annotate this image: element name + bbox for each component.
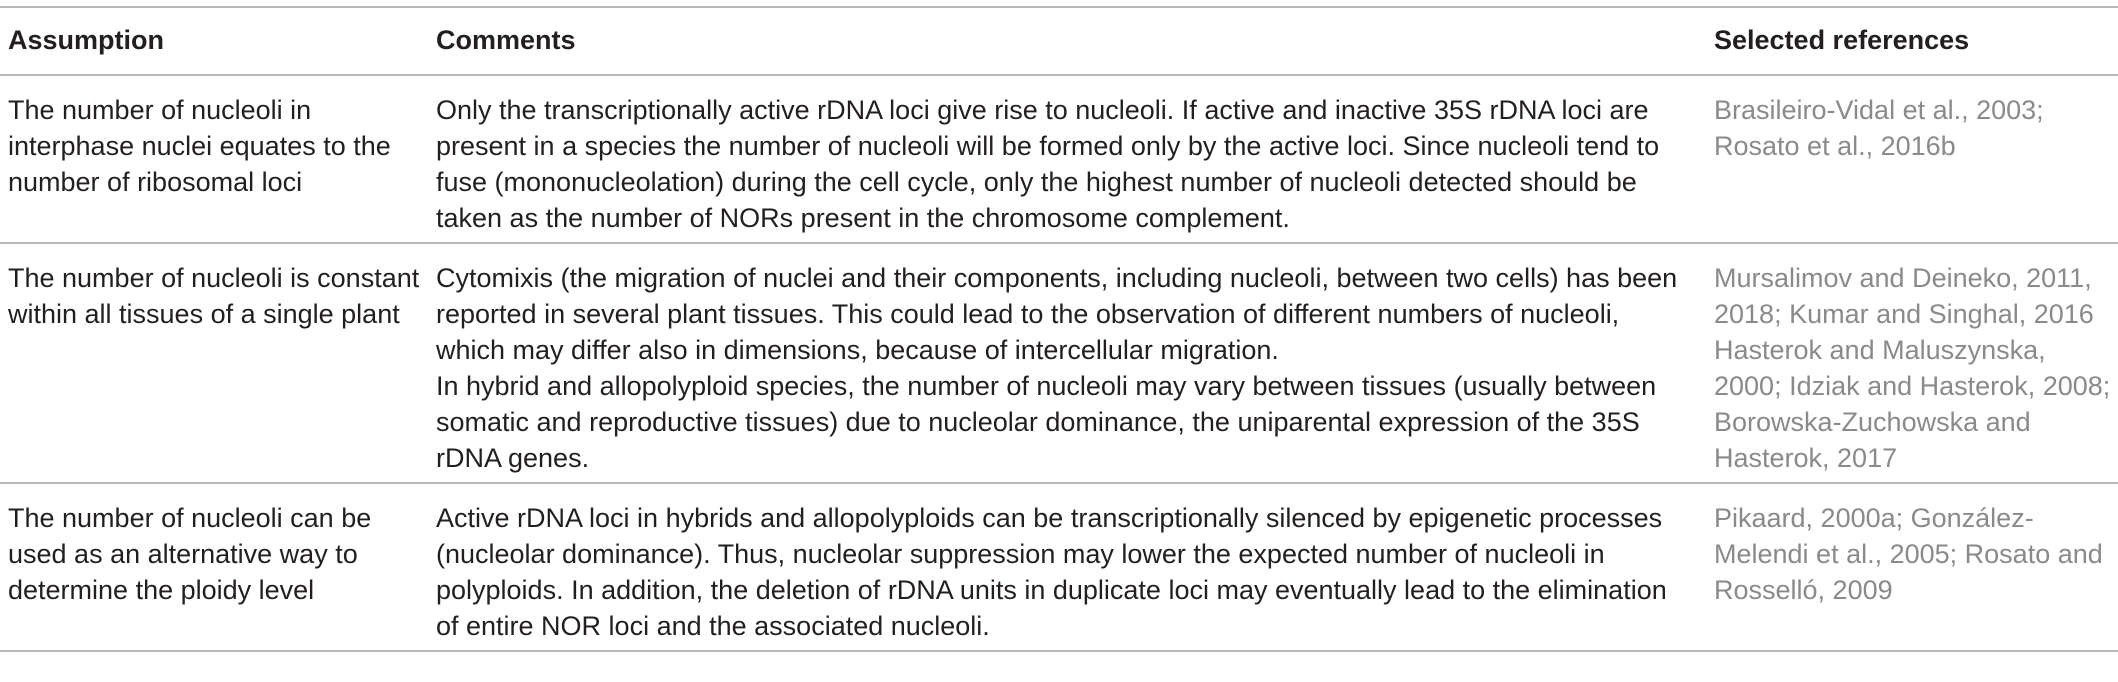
header-row: Assumption Comments Selected references [0, 7, 2118, 76]
comment-paragraph: In hybrid and allopolyploid species, the… [436, 371, 1657, 473]
header-comments: Comments [436, 7, 1714, 76]
table-row: The number of nucleoli is constant withi… [0, 242, 2118, 483]
comments-cell: Only the transcriptionally active rDNA l… [436, 75, 1714, 243]
assumption-cell: The number of nucleoli in interphase nuc… [8, 95, 391, 197]
assumption-cell: The number of nucleoli is constant withi… [0, 242, 436, 483]
references-cell: Pikaard, 2000a; González-Melendi et al.,… [1714, 482, 2118, 651]
table-header: Assumption Comments Selected references [0, 7, 2118, 76]
table-row: The number of nucleoli can be used as an… [0, 482, 2118, 651]
comment-paragraph: Only the transcriptionally active rDNA l… [436, 95, 1660, 233]
comment-paragraph: Cytomixis (the migration of nuclei and t… [436, 263, 1678, 365]
assumptions-table: Assumption Comments Selected references … [0, 6, 2118, 652]
header-references: Selected references [1714, 7, 2118, 76]
comment-paragraph: Active rDNA loci in hybrids and allopoly… [436, 503, 1667, 641]
table-body: The number of nucleoli in interphase nuc… [0, 75, 2118, 651]
table-row: The number of nucleoli in interphase nuc… [0, 75, 2118, 243]
assumption-cell: The number of nucleoli can be used as an… [0, 482, 436, 651]
references-cell: Brasileiro-Vidal et al., 2003; Rosato et… [1714, 95, 2044, 161]
comments-cell: Cytomixis (the migration of nuclei and t… [436, 242, 1714, 483]
references-cell: Mursalimov and Deineko, 2011, 2018; Kuma… [1714, 242, 2118, 483]
header-assumption: Assumption [0, 7, 436, 76]
comments-cell: Active rDNA loci in hybrids and allopoly… [436, 482, 1714, 651]
